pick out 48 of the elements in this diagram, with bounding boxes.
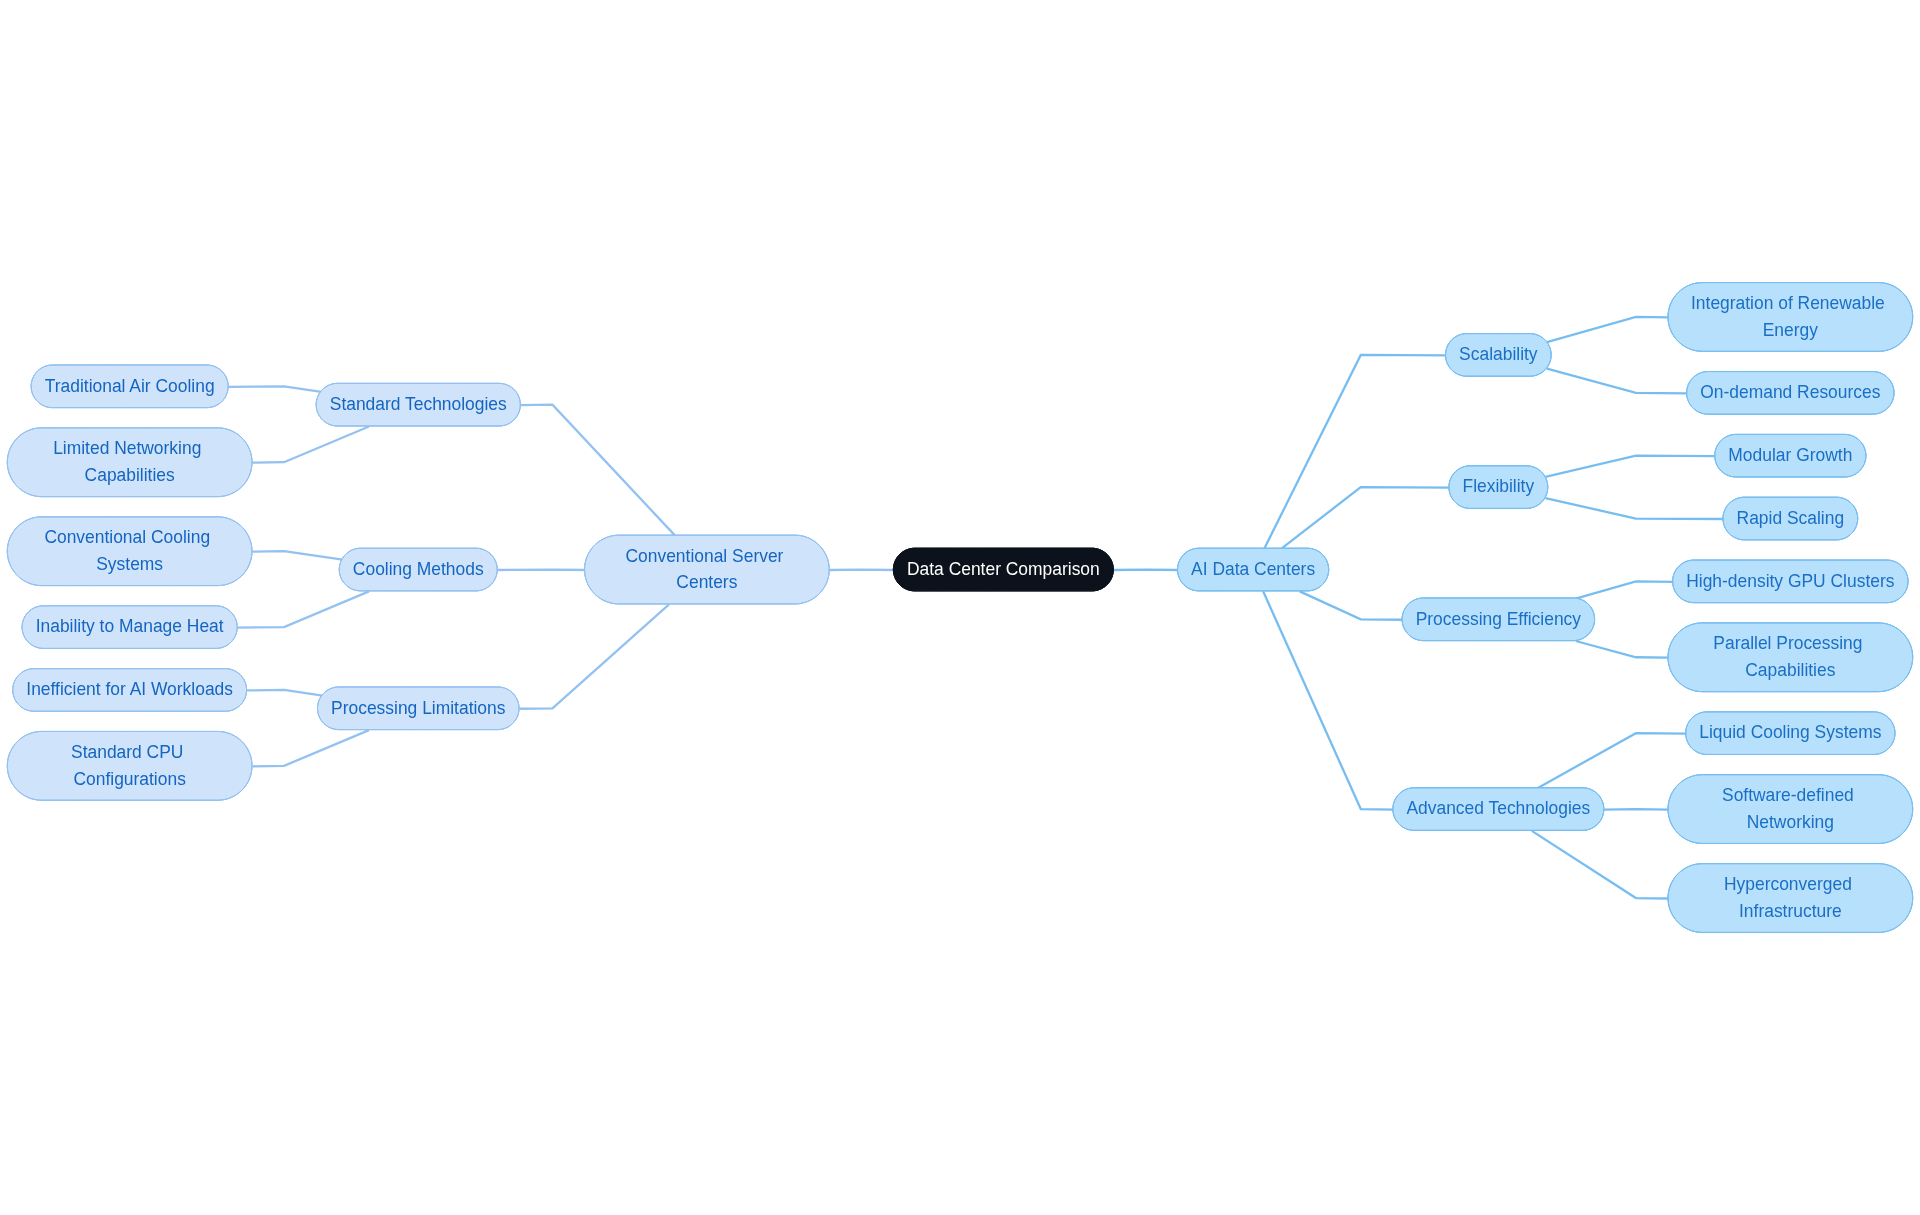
connector (1299, 590, 1403, 621)
topic-node: Cooling Methods (338, 547, 498, 592)
connector (1575, 639, 1669, 659)
topic-node: Inefficient for AI Workloads (12, 668, 248, 712)
connector (252, 729, 370, 768)
topic-node: Processing Efficiency (1401, 597, 1596, 642)
connector (497, 568, 586, 572)
connector (228, 385, 322, 393)
connector (1531, 829, 1669, 900)
connector (1546, 367, 1688, 395)
topic-node: AI Data Centers (1177, 547, 1330, 592)
topic-node: Parallel Processing Capabilities (1667, 622, 1914, 693)
topic-node: Modular Growth (1714, 433, 1867, 478)
topic-node: Standard Technologies (315, 382, 521, 427)
topic-node: Flexibility (1448, 465, 1549, 509)
connector (1545, 454, 1716, 479)
topic-node: Advanced Technologies (1392, 787, 1605, 831)
topic-node: Rapid Scaling (1722, 496, 1859, 541)
connector (1546, 315, 1669, 344)
connector (252, 550, 343, 561)
connector (1604, 807, 1669, 811)
topic-node: Processing Limitations (317, 686, 520, 731)
topic-node: Scalability (1445, 333, 1552, 377)
topic-node: On-demand Resources (1686, 371, 1895, 415)
connector (252, 425, 370, 464)
topic-node: Integration of Renewable Energy (1667, 282, 1914, 352)
topic-node: Hyperconverged Infrastructure (1667, 863, 1914, 933)
connector (1280, 485, 1450, 550)
topic-node: Software-defined Networking (1667, 774, 1914, 844)
connector (1263, 353, 1446, 550)
connector (1575, 580, 1674, 600)
connector (520, 403, 676, 537)
connector (237, 590, 370, 629)
connector (519, 603, 670, 710)
central-topic-node: Data Center Comparison (892, 547, 1114, 592)
connector (1113, 568, 1178, 572)
connector (1262, 590, 1394, 811)
topic-node: Standard CPU Configurations (6, 731, 253, 801)
connector (1545, 497, 1724, 521)
topic-node: Conventional Server Centers (584, 534, 830, 605)
topic-node: Liquid Cooling Systems (1685, 711, 1896, 755)
topic-node: High-density GPU Clusters (1672, 559, 1909, 604)
connector (247, 688, 323, 697)
topic-node: Conventional Cooling Systems (6, 516, 253, 587)
topic-node: Inability to Manage Heat (21, 605, 238, 649)
connector (829, 568, 894, 572)
topic-node: Traditional Air Cooling (30, 364, 229, 409)
topic-node: Limited Networking Capabilities (6, 427, 253, 498)
